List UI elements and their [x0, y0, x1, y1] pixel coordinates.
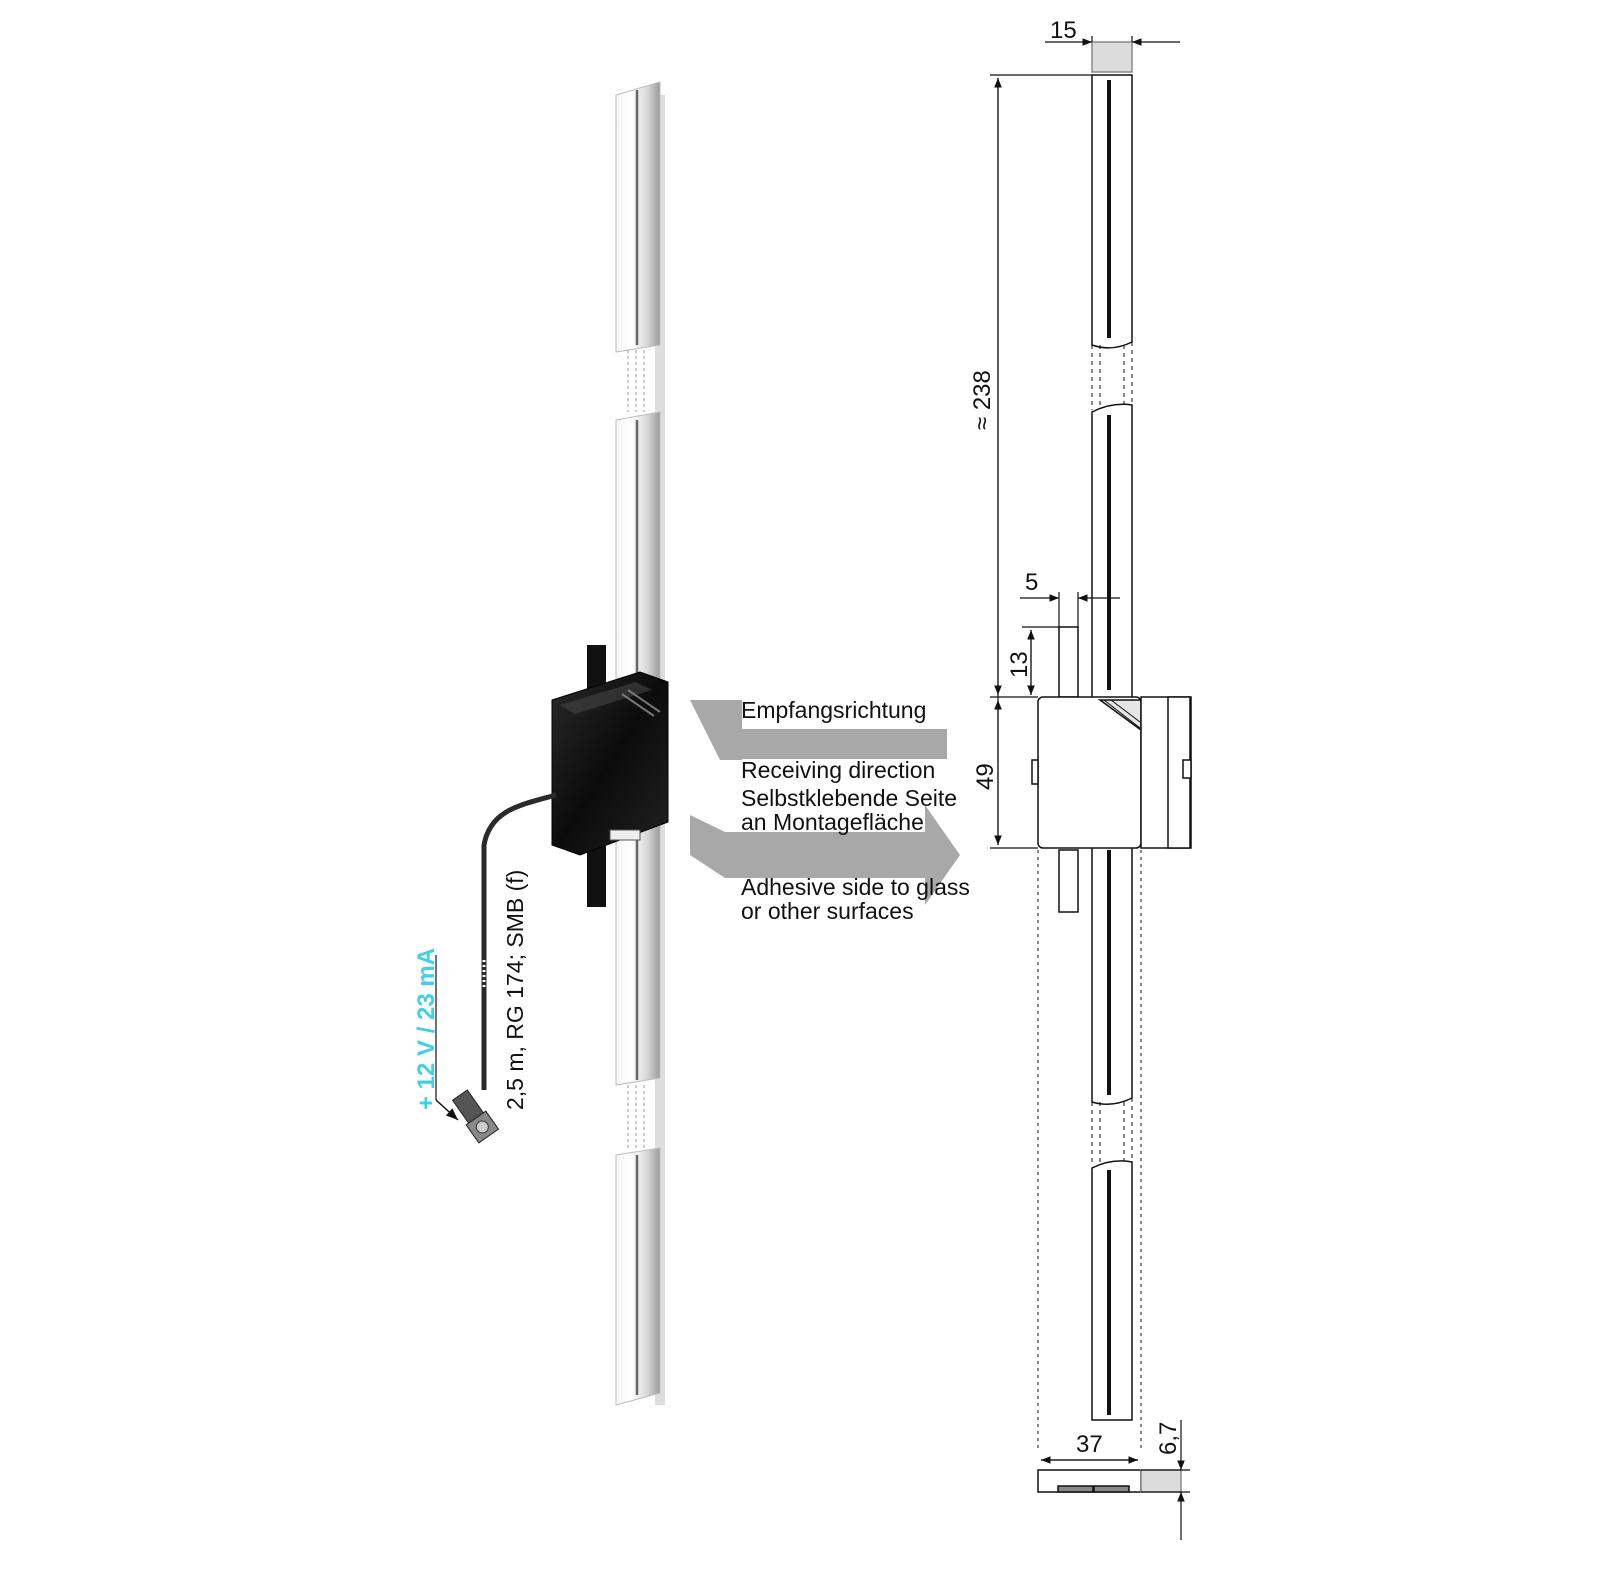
- dim-6-7-label: 6,7: [1155, 1422, 1182, 1455]
- rod-outline-upper: [1091, 74, 1133, 349]
- label-receiving-en: Receiving direction: [741, 757, 935, 783]
- housing-clip: [609, 829, 641, 841]
- rod-break-lower: [627, 1085, 645, 1148]
- dim-49-label: 49: [972, 763, 999, 790]
- coax-cable: [481, 792, 557, 1090]
- dim-5: [1020, 592, 1120, 627]
- label-adhesive-en-2: or other surfaces: [741, 898, 914, 924]
- dim-238: [990, 74, 1092, 700]
- label-adhesive-de-1: Selbstklebende Seite: [741, 785, 957, 811]
- amplifier-housing: [551, 671, 669, 856]
- antenna-3d-view: + 12 V / 23 mA 2,5 m, RG 174; SMB (f): [413, 81, 669, 1406]
- label-adhesive-de-2: an Montagefläche: [741, 809, 924, 835]
- label-adhesive-en-1: Adhesive side to glass: [741, 874, 970, 900]
- power-spec-label: + 12 V / 23 mA: [413, 948, 440, 1110]
- dim-5-label: 5: [1025, 569, 1038, 596]
- rod-outline-lower: [1091, 1160, 1133, 1421]
- dim-15: [1045, 36, 1180, 46]
- adhesive-side-arrow: [690, 805, 960, 905]
- dim-37-label: 37: [1076, 1431, 1103, 1458]
- dim-13-label: 13: [1006, 651, 1033, 678]
- rod-top-cap: [1091, 41, 1133, 73]
- power-pointer-line: [435, 1099, 459, 1121]
- dim-13: [1022, 626, 1059, 695]
- cable-spec-label: 2,5 m, RG 174; SMB (f): [502, 870, 528, 1110]
- housing-front: [1037, 696, 1142, 849]
- smb-connector: [451, 1089, 500, 1144]
- clip-lower: [1058, 849, 1079, 913]
- dim-238-label: ≈ 238: [969, 370, 996, 430]
- dim-49: [990, 700, 1038, 849]
- label-receiving-de: Empfangsrichtung: [741, 697, 926, 723]
- clip-upper: [1058, 626, 1079, 698]
- technical-drawing: [990, 36, 1192, 1540]
- rod-break-upper: [627, 350, 645, 412]
- dim-6-7: [1141, 1420, 1190, 1540]
- receiving-direction-arrow: [690, 700, 947, 760]
- dim-15-label: 15: [1050, 17, 1077, 44]
